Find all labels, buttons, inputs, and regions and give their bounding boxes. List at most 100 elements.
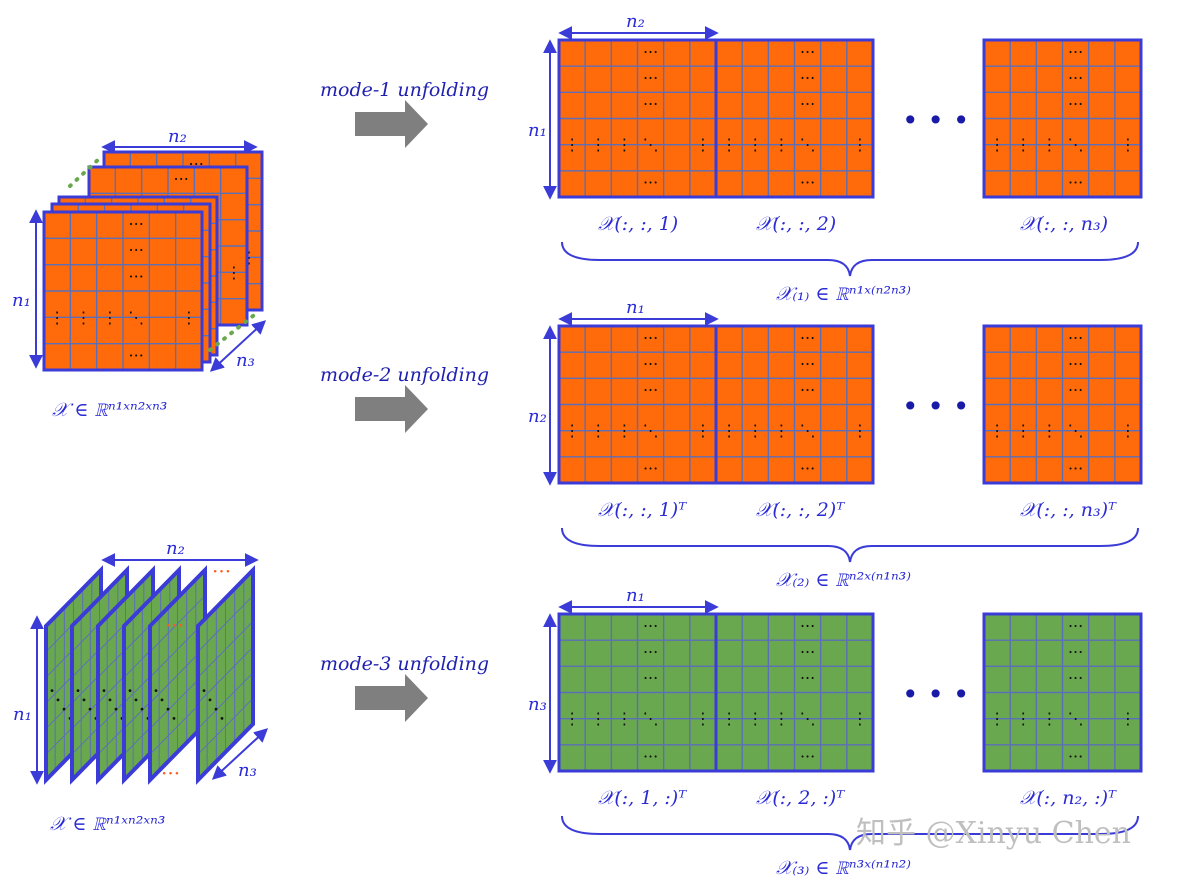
cell-dots-h: ··· — [800, 381, 815, 400]
cell-dots-h: ··· — [800, 95, 815, 114]
slice-dots-top: ··· — [212, 559, 231, 583]
top-dim-label: n₁ — [626, 585, 645, 606]
slice-label-2: 𝒳(:, n₂, :)ᵀ — [1020, 787, 1117, 809]
block-border — [714, 612, 875, 773]
slice-grid — [149, 697, 206, 755]
cell-dots-v: ⋮ — [773, 709, 789, 728]
cell-dots-h: ··· — [1068, 95, 1083, 114]
mode-2-group: mode-2 unfolding — [320, 364, 489, 433]
n3-label-top-tensor: n₃ — [236, 350, 255, 371]
slice-dot — [160, 698, 164, 702]
cell-dots-v: ⋮ — [564, 135, 580, 154]
slice-dot — [220, 717, 224, 720]
unfold-row-2: ············⋮⋮⋮⋮⋱············⋮⋮⋮⋮⋱······… — [528, 297, 1143, 591]
cell-dots-h: ··· — [800, 68, 815, 87]
top-dim-label: n₂ — [626, 11, 645, 32]
cell-dots-v: ⋮ — [695, 135, 711, 154]
slice-dot — [62, 707, 66, 711]
top-dim-label: n₁ — [626, 297, 645, 318]
cell-dots-v: ⋮ — [181, 308, 197, 327]
matrix-block-row1-2: ············⋮⋮⋮⋮⋱ — [982, 38, 1143, 199]
cell-dots-v: ⋮ — [1041, 709, 1057, 728]
block-border — [982, 38, 1143, 199]
formula: 𝒳₍₂₎ ∈ ℝⁿ²ˣ⁽ⁿ¹ⁿ³⁾ — [776, 569, 911, 591]
cell-dots-h: ··· — [643, 747, 658, 766]
slice-dot — [76, 689, 80, 693]
slice-dot — [114, 707, 118, 711]
slice-dot — [50, 689, 54, 693]
cell-dots-d: ⋱ — [1068, 421, 1084, 440]
matrix-block-stack-4: ············⋮⋮⋮⋮⋱ — [42, 210, 204, 372]
cell-dots-v: ⋮ — [747, 709, 763, 728]
cell-dots-h: ··· — [643, 669, 658, 688]
cell-dots-h: ··· — [1068, 328, 1083, 347]
side-dim-label: n₃ — [528, 694, 547, 715]
slice-border — [196, 565, 255, 785]
cell-dots-v: ⋮ — [747, 135, 763, 154]
slice-dots-mid: ··· — [165, 613, 184, 637]
cell-dots-h: ··· — [1068, 381, 1083, 400]
block-border — [982, 324, 1143, 485]
n2-label-top-tensor: n₂ — [168, 126, 187, 147]
cell-dots-h: ··· — [643, 616, 658, 635]
tensor-green-slices: ··· ··· ··· n₂ n₁ n₃ 𝒳 ∈ ℝⁿ¹ˣⁿ²ˣⁿ³ — [13, 538, 269, 835]
cell-dots-v: ⋮ — [852, 135, 868, 154]
cell-dots-v: ⋮ — [773, 135, 789, 154]
slice-dot — [172, 717, 176, 720]
cell-dots-v: ⋮ — [773, 421, 789, 440]
cell-dots-v: ⋮ — [747, 421, 763, 440]
slice-dot — [208, 698, 212, 702]
unfold-row-3: ············⋮⋮⋮⋮⋱············⋮⋮⋮⋮⋱······… — [528, 585, 1143, 879]
cell-dots-v: ⋮ — [590, 135, 606, 154]
cell-dots-v: ⋮ — [721, 421, 737, 440]
mode-2-label: mode-2 unfolding — [320, 364, 489, 386]
cell-dots-d: ⋱ — [128, 308, 144, 327]
cell-dots-v: ⋮ — [721, 709, 737, 728]
cell-dots-v: ⋮ — [1015, 421, 1031, 440]
cell-dots-h: ··· — [800, 669, 815, 688]
cell-dots-h: ··· — [643, 328, 658, 347]
cell-dots-h: ··· — [1068, 642, 1083, 661]
cell-dots-v: ⋮ — [616, 421, 632, 440]
cell-dots-v: ⋮ — [989, 135, 1005, 154]
cell-dots-h: ··· — [129, 214, 144, 233]
cell-dots-v: ⋮ — [695, 709, 711, 728]
matrix-block-row2-0: ············⋮⋮⋮⋮⋱ — [557, 324, 718, 485]
cell-dots-h: ··· — [1068, 42, 1083, 61]
side-dim-label: n₂ — [528, 406, 547, 427]
cell-dots-h: ··· — [800, 173, 815, 192]
block-border — [714, 324, 875, 485]
cell-dots-v: ⋮ — [590, 709, 606, 728]
cell-dots-v: ⋮ — [1120, 709, 1136, 728]
cell-dots-v: ⋮ — [1041, 421, 1057, 440]
n3-arrow-bottom-tensor — [211, 728, 269, 780]
cell-dots-v: ⋮ — [564, 421, 580, 440]
cell-dots-h: ··· — [800, 42, 815, 61]
cell-dots-d: ⋱ — [1068, 135, 1084, 154]
cell-dots-v: ⋮ — [721, 135, 737, 154]
cell-dots-h: ··· — [129, 346, 144, 365]
slice-dot — [214, 707, 218, 711]
slice-dot — [202, 689, 206, 693]
matrix-block-row2-2: ············⋮⋮⋮⋮⋱ — [982, 324, 1143, 485]
green-slice-4 — [148, 565, 207, 785]
ellipsis: • • • — [902, 104, 969, 137]
n3-arrow-top-tensor — [209, 320, 267, 372]
cell-dots-v: ⋮ — [989, 421, 1005, 440]
ellipsis: • • • — [902, 678, 969, 711]
slice-dot — [128, 689, 132, 693]
slice-label-1: 𝒳(:, :, 2) — [756, 213, 836, 235]
cell-dots-h: ··· — [800, 459, 815, 478]
n2-label-bottom-tensor: n₂ — [166, 538, 185, 559]
n3-label-bottom-tensor: n₃ — [238, 760, 257, 781]
slice-dot — [102, 689, 106, 693]
cell-dots-h: ··· — [643, 642, 658, 661]
cell-dots-d: ⋱ — [643, 421, 659, 440]
slice-label-1: 𝒳(:, 2, :)ᵀ — [756, 787, 845, 809]
cell-dots-h: ··· — [1068, 616, 1083, 635]
cell-dots-h: ··· — [129, 241, 144, 260]
matrix-block-row3-1: ············⋮⋮⋮⋮⋱ — [714, 612, 875, 773]
cell-dots-h: ··· — [129, 267, 144, 286]
cell-dots-v: ⋮ — [49, 308, 65, 327]
cell-dots-v: ⋮ — [564, 709, 580, 728]
